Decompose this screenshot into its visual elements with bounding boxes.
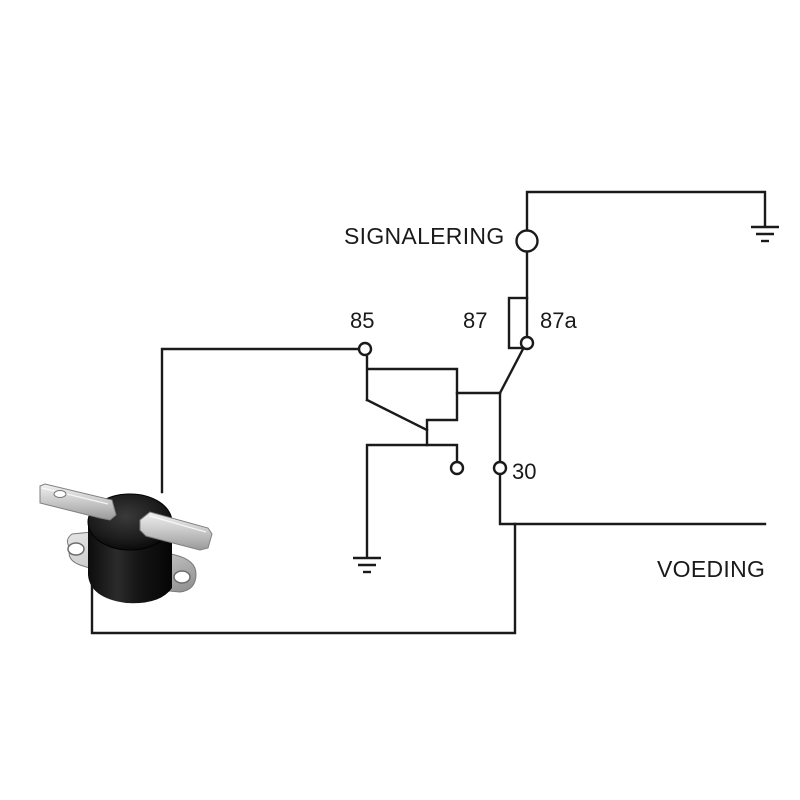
relay-coil-box [365,355,459,447]
ground-icon [751,225,779,243]
terminal-85 [357,341,373,357]
wires [90,190,767,635]
relay-switch-blade [498,347,525,395]
label-pin-87a: 87a [540,308,577,333]
terminal-87a [519,335,535,351]
signal-lamp-icon [515,229,539,253]
ground-icon [353,556,381,574]
relay-coil-diagonal [365,398,429,432]
label-pin-87: 87 [463,308,487,333]
label-pin-85: 85 [350,308,374,333]
bimetal-thermostat-switch-icon [39,483,213,604]
wire-lamp-to-ground [525,190,767,232]
wire-30-vertical [498,391,767,526]
wire-85-to-thermostat [160,347,361,494]
terminal-30 [492,460,508,476]
label-signalering: SIGNALERING [344,223,505,249]
wire-coil-to-ground [365,443,459,559]
wire-return-to-thermostat [90,522,517,635]
relay-contact-87 [507,296,529,350]
terminal-coil [449,460,465,476]
label-pin-30: 30 [512,459,536,484]
label-voeding: VOEDING [657,556,765,582]
